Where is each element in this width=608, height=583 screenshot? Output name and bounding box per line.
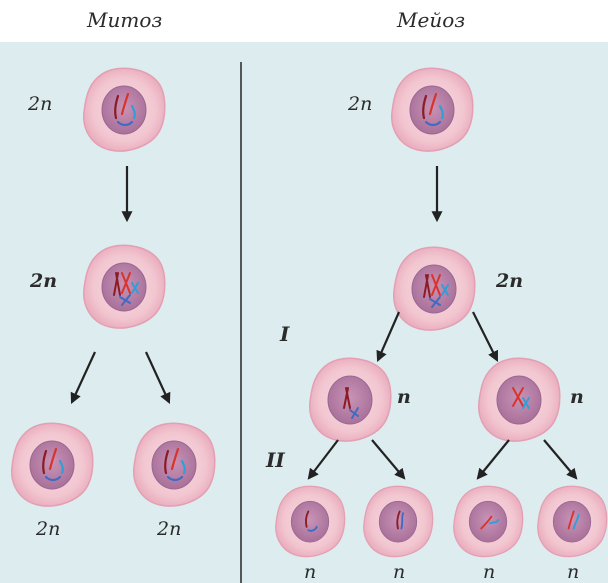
mitosis-daughter-cell-left [10,422,94,507]
mitosis-arrow-left [70,351,96,404]
mitosis-arrow-right [145,351,171,404]
meiosis-parent-ploidy: 2n [348,93,373,115]
meiosis-I-cell-left [308,357,392,442]
mitosis-daughter-left-ploidy: 2n [36,518,61,540]
mitosis-replicated-ploidy: 2n [30,270,58,292]
mitosis-daughter-cell-right [132,422,216,507]
meiosis-division-2-label: II [266,448,285,472]
meiosis-parent-cell [390,67,474,152]
gamete-cell-1 [275,485,346,558]
meiosis-I-arrow-right [472,311,498,362]
meiosis-division-1-label: I [280,322,290,346]
meiosis-I-right-ploidy: n [570,386,584,408]
mitosis-replicated-cell [82,244,166,329]
meiosis-II-arrow-4 [543,439,578,480]
gamete-2-ploidy: n [393,561,406,583]
mitosis-parent-cell [82,67,166,152]
meiosis-I-arrow-left [376,311,401,363]
mitosis-daughter-right-ploidy: 2n [157,518,182,540]
gamete-4-ploidy: n [567,561,580,583]
gamete-cell-3 [453,485,524,558]
meiosis-II-arrow-2 [371,439,406,480]
meiosis-I-left-ploidy: n [397,386,411,408]
meiosis-II-arrow-1 [307,439,339,480]
gamete-cell-2 [363,485,434,558]
gamete-1-ploidy: n [304,561,317,583]
gamete-3-ploidy: n [483,561,496,583]
meiosis-replicated-cell [392,246,476,331]
meiosis-header: Мейоз [397,8,466,32]
mitosis-parent-ploidy: 2n [28,93,53,115]
mitosis-header: Митоз [87,8,163,32]
meiosis-I-cell-right [477,357,561,442]
meiosis-II-arrow-3 [476,439,510,480]
meiosis-replicated-ploidy: 2n [496,270,524,292]
gamete-cell-4 [537,485,608,558]
